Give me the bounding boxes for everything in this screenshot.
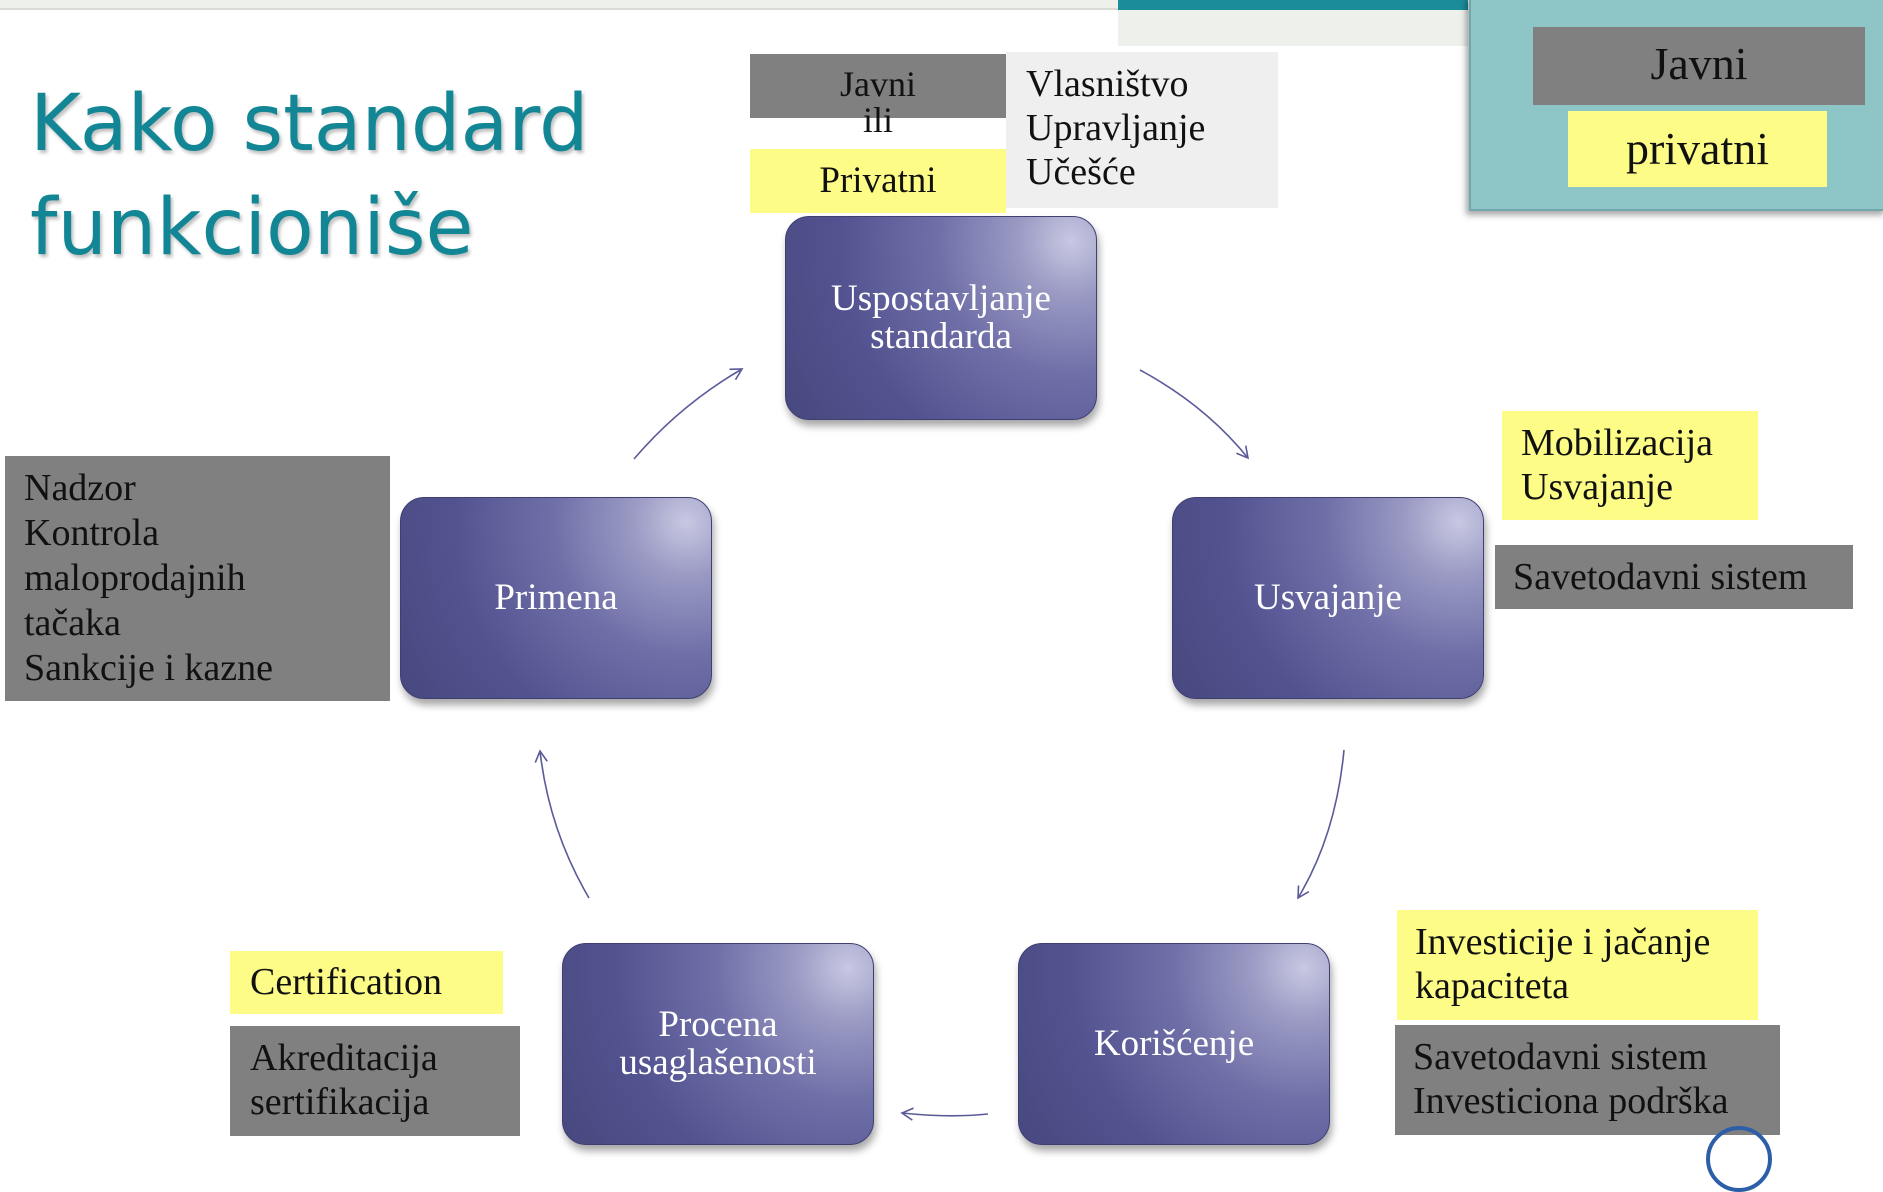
certification-item: sertifikacija	[250, 1081, 430, 1123]
participation-item: Učešće	[1026, 151, 1136, 193]
investment-item: Investicije i jačanje	[1415, 921, 1711, 963]
cycle-arrows	[534, 368, 1345, 1121]
adoption-item: Usvajanje	[1521, 466, 1673, 508]
arrow-assess-to-apply	[534, 749, 590, 899]
logo-fragment	[1706, 1126, 1772, 1192]
sanctions-item: Sankcije i kazne	[24, 647, 274, 689]
node-assess-line2: usaglašenosti	[619, 1042, 817, 1083]
node-establish-line2: standarda	[870, 316, 1012, 357]
top-decor-bar	[0, 0, 1118, 10]
corner-public-label: Javni	[1533, 27, 1865, 105]
slide-title: Kako standard funkcioniše	[30, 79, 589, 273]
control-item: Kontrola	[24, 512, 160, 554]
arrow-apply-to-establish	[633, 368, 744, 460]
public-or-label: Javni ili	[750, 54, 1006, 138]
capacity-item: kapaciteta	[1415, 965, 1570, 1007]
node-establish-line1: Uspostavljanje	[831, 278, 1051, 319]
corner-private-label: privatni	[1568, 111, 1827, 187]
adoption-yellow-note: Mobilizacija Usvajanje	[1502, 411, 1758, 520]
assessment-gray-note: Akreditacija sertifikacija	[230, 1026, 520, 1136]
node-application: Primena	[400, 497, 712, 699]
top-accent-bar	[1118, 0, 1468, 10]
node-establish-standard: Uspostavljanje standarda	[785, 216, 1097, 420]
arrow-use-to-assess	[900, 1107, 989, 1121]
assessment-yellow-note: Certification	[230, 951, 503, 1014]
arrow-establish-to-adopt	[1139, 369, 1250, 460]
supervision-item: Nadzor	[24, 467, 136, 509]
node-adoption-label: Usvajanje	[1254, 577, 1402, 618]
retail-item: maloprodajnih	[24, 557, 246, 599]
usage-yellow-note: Investicije i jačanje kapaciteta	[1397, 910, 1758, 1020]
node-application-label: Primena	[494, 577, 618, 618]
points-item: tačaka	[24, 602, 122, 644]
arrow-adopt-to-use	[1297, 749, 1345, 900]
application-gray-note: Nadzor Kontrola maloprodajnih tačaka San…	[5, 456, 390, 701]
node-conformity-assessment: Procena usaglašenosti	[562, 943, 874, 1145]
investment-support-item: Investiciona podrška	[1413, 1080, 1729, 1122]
usage-gray-note: Savetodavni sistem Investiciona podrška	[1395, 1025, 1780, 1135]
private-label: Privatni	[750, 149, 1006, 213]
management-item: Upravljanje	[1026, 107, 1206, 149]
ownership-item: Vlasništvo	[1026, 63, 1189, 105]
mobilization-item: Mobilizacija	[1521, 422, 1714, 464]
advisory-system-item: Savetodavni sistem	[1413, 1036, 1708, 1078]
node-adoption: Usvajanje	[1172, 497, 1484, 699]
node-assess-line1: Procena	[658, 1004, 778, 1045]
adoption-gray-note: Savetodavni sistem	[1495, 545, 1853, 609]
ownership-list: Vlasništvo Upravljanje Učešće	[1006, 52, 1278, 208]
accreditation-item: Akreditacija	[250, 1037, 438, 1079]
node-usage: Korišćenje	[1018, 943, 1330, 1145]
node-usage-label: Korišćenje	[1093, 1023, 1255, 1064]
